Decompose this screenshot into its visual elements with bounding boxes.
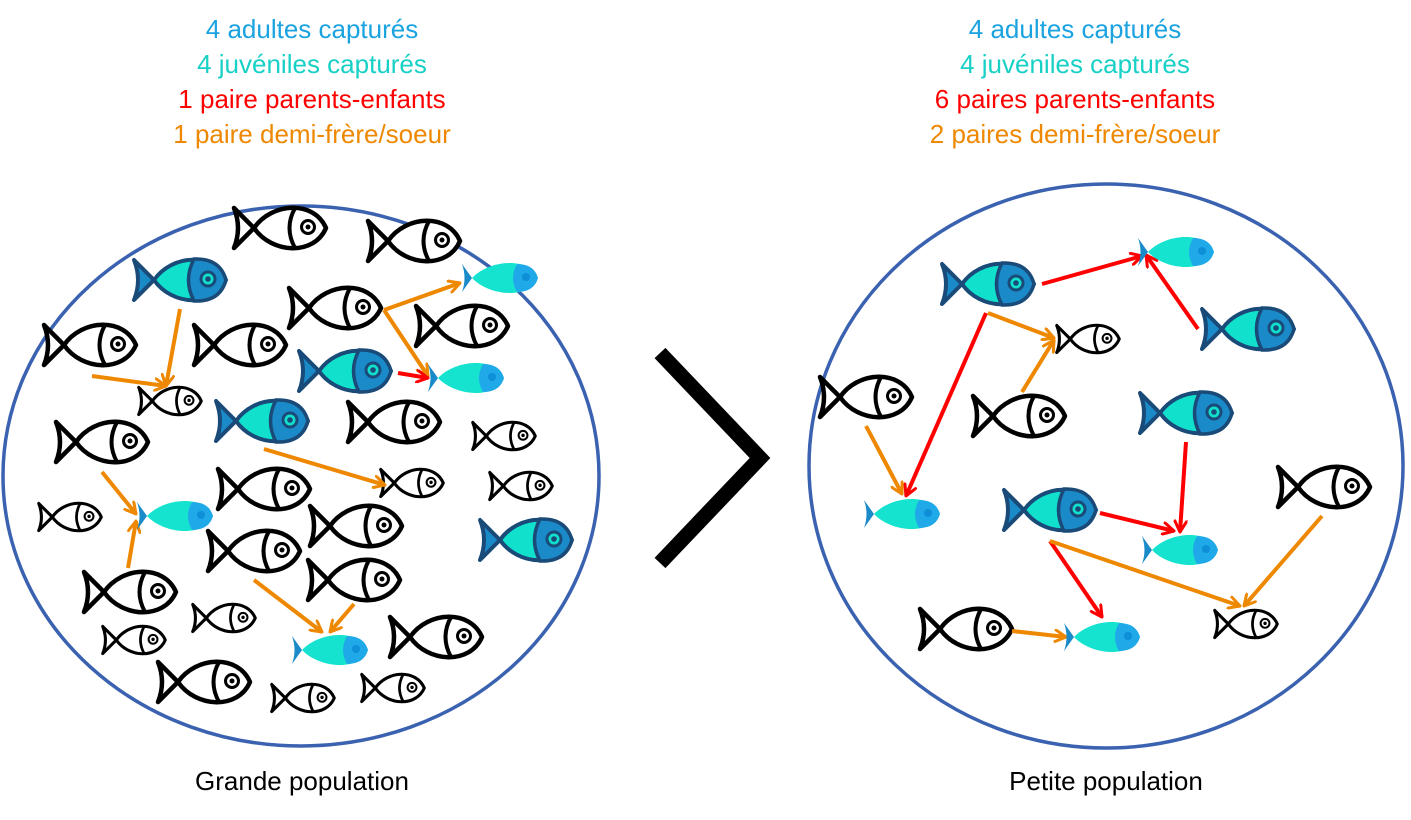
fish-icon [1138, 389, 1234, 437]
half-sibling-arrow [91, 374, 166, 386]
fish-icon [379, 467, 445, 499]
fish-icon [289, 288, 381, 329]
small-population-circle [807, 182, 1405, 750]
large-population-circle [1, 204, 601, 748]
fish-icon [368, 221, 460, 262]
half-sibling-arrow [1020, 340, 1056, 394]
large-population-stats: 4 adultes capturés 4 juvéniles capturés … [82, 12, 542, 152]
half-sibling-arrow [328, 602, 356, 632]
fish-icon [218, 469, 310, 510]
adults-captured-label: 4 adultes capturés [205, 14, 419, 44]
fish-icon [1002, 486, 1098, 534]
fish-icon [360, 672, 426, 704]
parent-offspring-arrow [1180, 441, 1188, 532]
juveniles-captured-label: 4 juvéniles capturés [197, 49, 427, 79]
parent-offspring-pairs-label: 6 paires parents-enfants [934, 84, 1216, 114]
small-population-uncaptured-fish [820, 323, 1370, 650]
half-sibling-arrow [263, 447, 385, 485]
small-population-panel [807, 182, 1405, 750]
small-population-relationship-arrows [864, 255, 1324, 637]
fish-icon [297, 347, 393, 395]
fish-icon [1064, 621, 1140, 653]
half-sibling-pairs-label: 1 paire demi-frère/soeur [173, 119, 451, 149]
half-sibling-arrow [252, 578, 322, 634]
parent-offspring-pairs-label: 1 paire parents-enfants [178, 84, 446, 114]
fish-icon [101, 624, 167, 656]
large-population-panel [1, 204, 601, 748]
large-population-relationship-arrows [91, 283, 460, 634]
half-sibling-arrow [383, 283, 460, 312]
fish-icon [194, 325, 286, 366]
fish-icon [428, 362, 504, 394]
fish-icon [471, 420, 537, 452]
half-sibling-arrow [987, 311, 1054, 338]
fish-icon [920, 609, 1012, 650]
adults-captured-label: 4 adultes capturés [968, 14, 1182, 44]
greater-than-icon [654, 347, 771, 569]
half-sibling-arrow [1242, 514, 1324, 606]
half-sibling-arrow [166, 308, 182, 386]
juveniles-captured-label: 4 juvéniles capturés [960, 49, 1190, 79]
parent-offspring-arrow [397, 373, 428, 378]
fish-icon [191, 602, 257, 634]
fish-icon [1200, 305, 1296, 353]
parent-offspring-arrow [906, 312, 988, 496]
fish-icon [270, 682, 336, 714]
fish-icon [940, 260, 1036, 308]
large-population-caption: Grande population [195, 766, 409, 796]
fish-icon [390, 617, 482, 658]
fish-icon [1278, 467, 1370, 508]
parent-offspring-arrow [1144, 255, 1200, 331]
fish-icon [973, 396, 1065, 437]
half-sibling-arrow [1011, 631, 1066, 637]
fish-icon [292, 634, 368, 666]
fish-icon [37, 501, 103, 533]
fish-icon [137, 385, 203, 417]
fish-icon [214, 397, 310, 445]
fish-icon [310, 506, 402, 547]
fish-icon [1213, 608, 1279, 640]
parent-offspring-arrow [1048, 539, 1104, 617]
half-sibling-pairs-label: 2 paires demi-frère/soeur [929, 119, 1221, 149]
parent-offspring-arrow [1041, 256, 1142, 286]
fish-icon [820, 377, 912, 418]
fish-icon [132, 256, 228, 304]
fish-icon [208, 531, 300, 572]
fish-icon [1055, 323, 1121, 355]
fish-icon [462, 262, 538, 294]
fish-icon [478, 516, 574, 564]
fish-icon [308, 560, 400, 601]
fish-icon [137, 500, 213, 532]
half-sibling-arrow [126, 521, 136, 569]
fish-icon [158, 662, 250, 703]
half-sibling-arrow [382, 308, 430, 376]
fish-icon [44, 325, 136, 366]
half-sibling-arrow [1049, 539, 1240, 606]
half-sibling-arrow [100, 470, 138, 514]
fish-icon [56, 422, 148, 463]
small-population-caption: Petite population [1009, 766, 1203, 796]
fish-icon [348, 402, 440, 443]
fish-icon [416, 306, 508, 347]
fish-icon [84, 572, 176, 613]
small-population-stats: 4 adultes capturés 4 juvéniles capturés … [845, 12, 1305, 152]
fish-icon [234, 208, 326, 249]
fish-icon [488, 470, 554, 502]
fish-icon [1142, 534, 1218, 566]
parent-offspring-arrow [1099, 511, 1174, 531]
half-sibling-arrow [864, 425, 904, 494]
fish-icon [864, 498, 940, 530]
